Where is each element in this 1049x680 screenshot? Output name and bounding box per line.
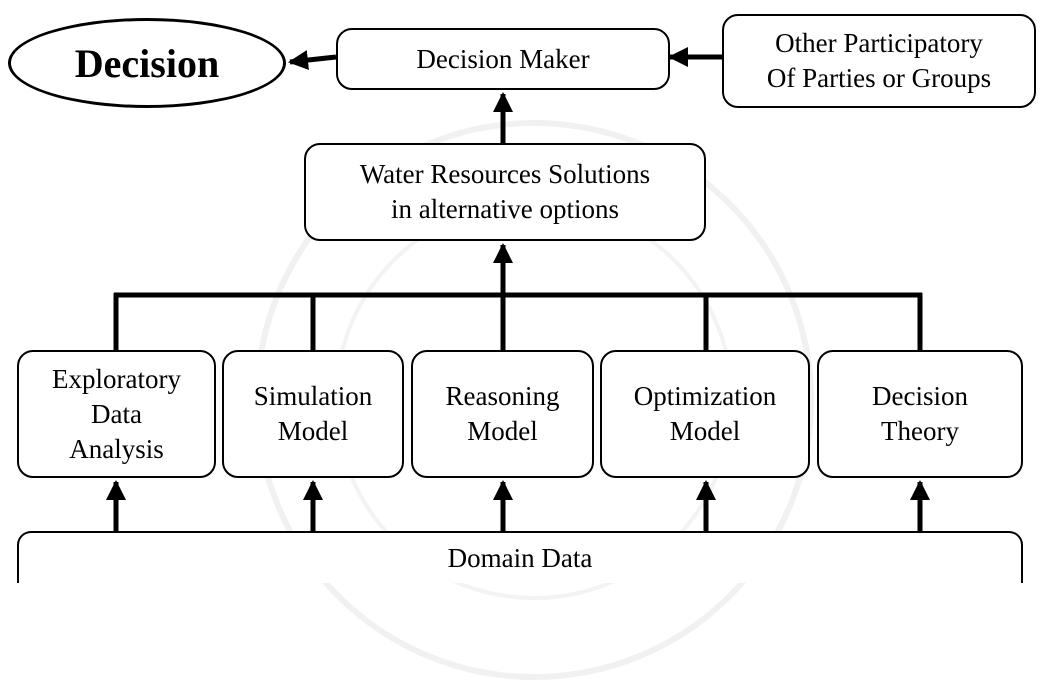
method-line: Exploratory: [52, 363, 181, 394]
other-participants-node: Other Participatory Of Parties or Groups: [722, 14, 1036, 108]
method-line: Reasoning: [445, 381, 560, 411]
method-line: Optimization: [633, 381, 777, 411]
method-line: Model: [467, 416, 538, 446]
water-solutions-line-1: Water Resources Solutions: [359, 159, 651, 189]
decision-maker-label: Decision Maker: [416, 43, 590, 74]
method-node-decision-theory: Decision Theory: [817, 350, 1023, 478]
method-node-optimization: Optimization Model: [600, 350, 810, 478]
water-solutions-line-2: in alternative options: [391, 194, 619, 224]
decision-maker-node: Decision Maker: [336, 28, 670, 90]
method-line: Simulation: [253, 381, 373, 411]
flow-diagram: Decision Decision Maker Other Participat…: [8, 14, 1036, 680]
method-node-exploratory: Exploratory Data Analysis: [17, 350, 216, 478]
connector-lines: [106, 47, 930, 531]
method-node-simulation: Simulation Model: [222, 350, 404, 478]
method-line: Model: [277, 416, 349, 446]
water-solutions-node: Water Resources Solutions in alternative…: [304, 143, 706, 241]
decision-node: Decision: [8, 18, 286, 108]
method-node-reasoning: Reasoning Model: [411, 350, 594, 478]
arrow-maker-to-decision: [288, 50, 337, 70]
method-line: Data: [91, 398, 142, 429]
method-line: Model: [669, 416, 741, 446]
domain-data-node: Domain Data: [17, 531, 1023, 583]
method-line: Analysis: [69, 433, 164, 464]
other-participants-line-1: Other Participatory: [775, 28, 983, 58]
domain-data-label: Domain Data: [447, 542, 593, 573]
method-line: Decision: [872, 381, 968, 411]
other-participants-line-2: Of Parties or Groups: [766, 63, 992, 93]
method-line: Theory: [881, 416, 959, 446]
decision-label: Decision: [74, 40, 220, 86]
